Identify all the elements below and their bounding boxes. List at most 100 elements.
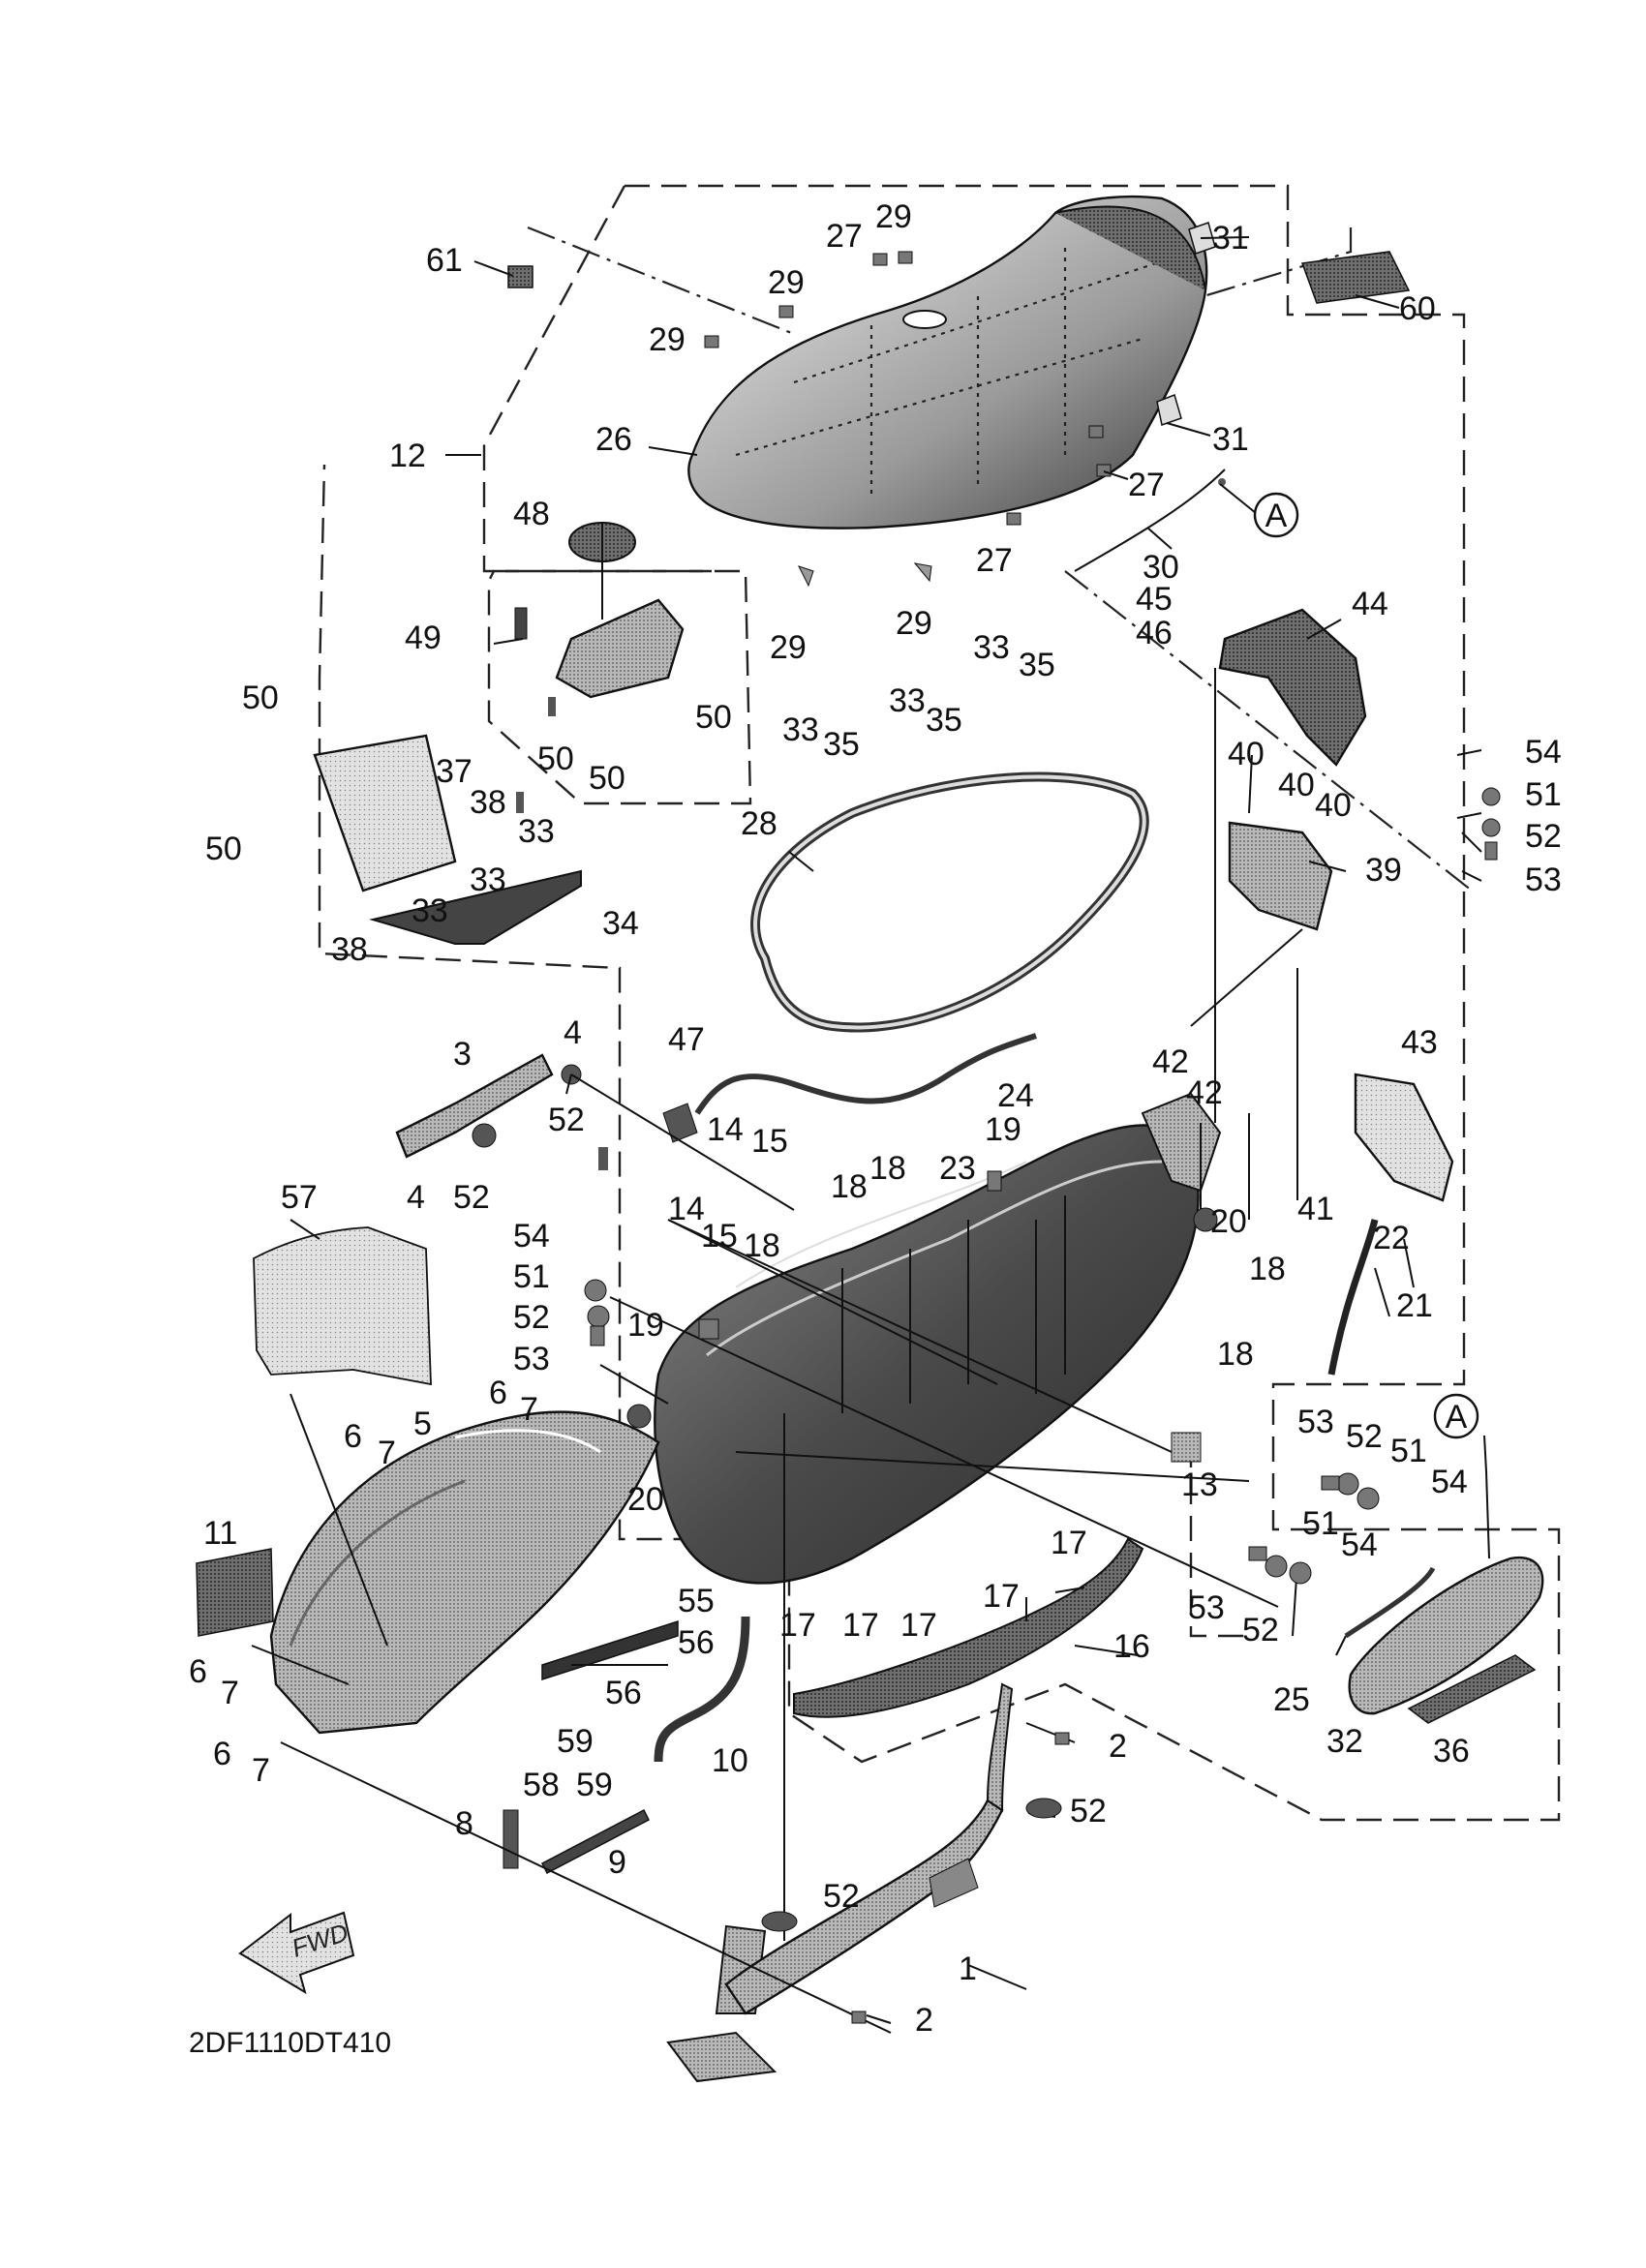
callout: 29 [649, 321, 686, 358]
fasteners [516, 697, 1501, 2024]
callout: 53 [513, 1341, 550, 1377]
callout: 40 [1228, 736, 1265, 772]
callout: 30 [1143, 549, 1179, 586]
callout: 28 [741, 805, 777, 842]
seat-seal [750, 771, 1149, 1033]
callout: 19 [627, 1307, 664, 1344]
callout: 33 [470, 862, 506, 898]
callout: 11 [203, 1515, 237, 1552]
callout: 1 [959, 1950, 977, 1987]
callout: 52 [1525, 818, 1562, 855]
callout: 27 [826, 218, 863, 255]
callout: 53 [1525, 862, 1562, 898]
callout: 2 [915, 2002, 933, 2039]
callout: 42 [1152, 1043, 1189, 1080]
callout: 15 [751, 1123, 788, 1160]
callout: 17 [1051, 1525, 1087, 1561]
callout: 18 [869, 1150, 906, 1187]
callout: 34 [602, 905, 639, 942]
callout: 20 [1210, 1203, 1247, 1240]
callout: 12 [389, 438, 426, 474]
callout: 51 [1390, 1433, 1427, 1469]
seat-bracket [313, 734, 582, 945]
callout: 48 [513, 496, 550, 532]
callout: 4 [407, 1179, 425, 1216]
callout: 57 [281, 1179, 318, 1216]
callout: 8 [455, 1805, 473, 1842]
callout: 18 [1217, 1336, 1254, 1373]
decals [507, 222, 1411, 426]
callout: 29 [768, 264, 805, 301]
callout: 18 [831, 1168, 868, 1205]
callout: 22 [1373, 1220, 1410, 1256]
callout: 14 [707, 1111, 744, 1148]
cable-25 [1344, 1566, 1436, 1639]
callout: 43 [1401, 1024, 1438, 1061]
comb [541, 1619, 679, 1681]
callout: 27 [1128, 467, 1165, 503]
callout: 35 [1019, 647, 1055, 683]
callout: 33 [782, 711, 819, 748]
callout: 7 [252, 1752, 270, 1789]
callout: 60 [1399, 290, 1436, 327]
lower-trim [793, 1537, 1144, 1718]
callout: 32 [1326, 1723, 1363, 1760]
callout: 16 [1113, 1628, 1150, 1665]
callout: 17 [983, 1578, 1020, 1615]
ref-marker-text: A [1446, 1399, 1468, 1436]
bracket-8 [503, 1809, 519, 1869]
callout: 40 [1278, 767, 1315, 803]
frame [666, 1682, 1014, 2083]
callout: 59 [576, 1767, 613, 1803]
callout: 7 [520, 1391, 538, 1428]
callout: 58 [523, 1767, 560, 1803]
callout: 6 [489, 1375, 507, 1411]
panel-41 [1354, 1073, 1454, 1202]
bar-9 [541, 1808, 650, 1875]
callout: 4 [564, 1014, 582, 1051]
callout-numbers: 61 60 12 26 27 29 29 29 31 31 27 27 30 4… [189, 198, 1562, 2039]
callout: 9 [608, 1844, 626, 1881]
hose-21 [1327, 1219, 1379, 1376]
callout: 59 [557, 1723, 594, 1760]
callout: 50 [205, 831, 242, 867]
seat-lock [514, 522, 685, 699]
callout: 54 [513, 1218, 550, 1255]
callout: 52 [453, 1179, 490, 1216]
callout: 56 [678, 1624, 715, 1661]
callout: 17 [900, 1607, 937, 1644]
callout: 52 [1346, 1418, 1383, 1455]
decal-11 [196, 1548, 274, 1637]
strip-36 [1407, 1654, 1537, 1724]
callout: 15 [701, 1218, 738, 1255]
callout: 51 [1525, 776, 1562, 813]
callout: 52 [823, 1878, 860, 1915]
callout: 17 [842, 1607, 879, 1644]
callout: 35 [823, 726, 860, 763]
callout: 20 [627, 1481, 664, 1518]
callout: 2 [1109, 1728, 1127, 1765]
callout: 51 [513, 1258, 550, 1295]
callout: 6 [344, 1418, 362, 1455]
callout: 29 [770, 629, 807, 666]
storage-bucket [654, 1092, 1222, 1585]
callout: 17 [779, 1607, 816, 1644]
hose-10 [654, 1616, 750, 1763]
callout: 50 [589, 760, 625, 797]
callout: 41 [1297, 1191, 1334, 1227]
callout: 29 [896, 605, 932, 642]
callout: 51 [1302, 1505, 1339, 1542]
callout: 54 [1525, 734, 1562, 771]
callout: 33 [973, 629, 1010, 666]
callout: 27 [976, 542, 1013, 579]
callout: 33 [518, 813, 555, 850]
callout: 44 [1352, 586, 1388, 622]
callout: 19 [985, 1111, 1021, 1148]
callout: 14 [668, 1191, 705, 1227]
hinge-cover [1218, 608, 1367, 767]
callout: 7 [221, 1675, 239, 1711]
callout: 52 [1070, 1793, 1107, 1830]
callout: 45 [1136, 581, 1173, 618]
callout: 50 [537, 741, 574, 777]
